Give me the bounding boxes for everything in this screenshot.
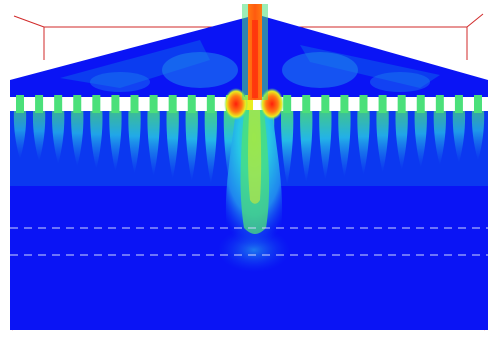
slot-bar [92,95,101,113]
bbox-edge-diag-tr [466,13,484,28]
slot-bar [283,95,292,113]
slot-plume [395,111,408,171]
slot-plume [319,111,332,180]
slot-plume [204,111,217,184]
roof-glow-right [282,52,358,88]
slot-bar [206,95,215,113]
slot-plume [357,111,370,175]
slot-bar [474,95,482,113]
slot-plume [109,111,122,172]
slot-plume [128,111,141,174]
slot-bar [416,95,425,113]
slot-bar [245,95,253,113]
slot-bar [302,95,311,113]
slot-bar [397,95,406,113]
central-beam-inner [248,110,262,204]
slot-plume [185,111,198,182]
roof-glow-far-left [90,72,150,92]
slot-plume [433,111,446,166]
slot-bar [54,95,63,113]
slot-bar [35,95,44,113]
slot-bar [340,95,349,113]
slot-plume [13,111,27,159]
slot-plume [71,111,84,167]
slot-bar [378,95,387,113]
roof-band [60,40,210,88]
slot-plume [414,111,427,168]
slot-plume [376,111,389,173]
slot-plume [300,111,313,183]
slot-bar [16,95,24,113]
slot-plume [223,111,237,186]
slot-bar [321,95,330,113]
slot-plume [471,111,485,161]
bbox-edge-diag-tl [13,15,45,28]
slot-plume [90,111,103,169]
roof-glow-far-right [370,72,430,92]
slot-bar [130,95,139,113]
slot-bar [149,95,158,113]
slot-bar [454,95,463,113]
slot-plume [147,111,160,177]
slot-plume [166,111,179,179]
slot-bar [359,95,368,113]
slot-plume [32,111,46,162]
slot-plume [52,111,65,164]
roof-glow-left [162,52,238,88]
slot-bar [73,95,82,113]
feed-stem-core [252,20,258,98]
slot-plume [338,111,351,178]
slot-bar [435,95,444,113]
slot-plume [281,111,294,185]
slot-plume [452,111,466,163]
slot-bar [187,95,196,113]
slot-bar [168,95,177,113]
slot-bar [111,95,120,113]
